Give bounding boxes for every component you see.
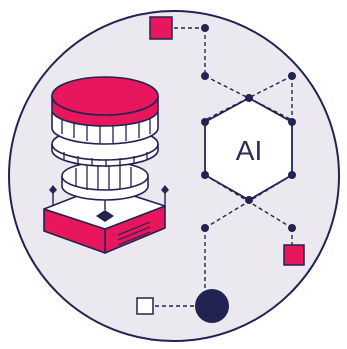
navy-circle-node (195, 289, 229, 323)
database-server-icon (43, 76, 169, 254)
pink-square-node-right (283, 244, 305, 266)
ai-label: AI (236, 135, 262, 166)
white-square-node (136, 297, 154, 315)
pink-square-node-top (149, 16, 173, 40)
neural-network-icon: AI (136, 16, 305, 323)
